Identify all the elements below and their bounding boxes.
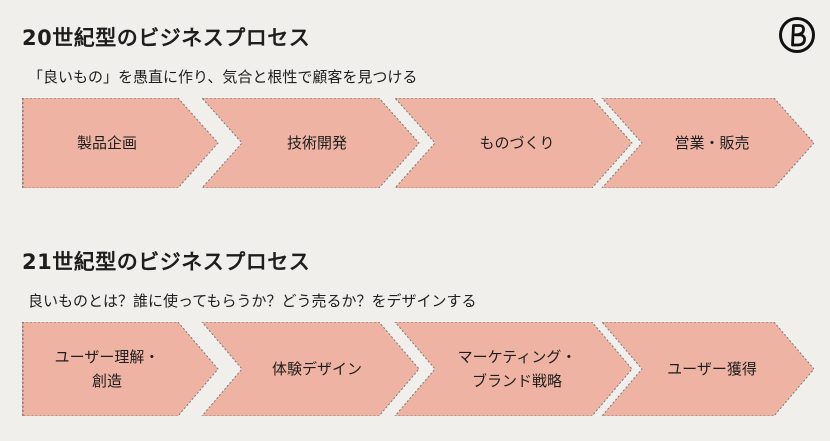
chevron-stage-3 [394,322,633,416]
section-title-20th-century: 20世紀型のビジネスプロセス [22,26,311,50]
stage-label-4: 営業・販売 [674,134,750,152]
chevron-stage-3 [394,98,633,188]
section-subtitle-20th-century: 「良いもの」を愚直に作り、気合と根性で顧客を見つける [28,68,418,86]
chevron-stage-2 [201,322,420,416]
section-subtitle-21st-century: 良いものとは？誰に使ってもらうか？どう売るか？をデザインする [28,292,477,310]
process-flow-20th-century: 製品企画 技術開発 ものづくり 営業・販売 [22,98,814,188]
chevron-stage-4 [601,322,814,416]
stage-label-2: 体験デザイン [271,360,362,378]
stage-label-1: ユーザー理解・ 創造 [54,348,160,390]
process-flow-21st-century: ユーザー理解・ 創造 体験デザイン マーケティング・ ブランド戦略 ユーザー獲得 [22,322,814,416]
stage-label-1: 製品企画 [76,134,137,152]
b-circle-logo-icon [779,17,815,53]
stage-label-3: ものづくり [479,134,555,152]
section-title-21st-century: 21世紀型のビジネスプロセス [22,250,311,274]
stage-label-3: マーケティング・ ブランド戦略 [457,348,577,390]
stage-label-4: ユーザー獲得 [667,360,757,378]
stage-label-2: 技術開発 [286,134,347,152]
chevron-shapes [22,98,814,188]
chevron-stage-2 [201,98,420,188]
chevron-stage-1 [22,98,219,188]
chevron-stage-4 [601,98,814,188]
chevron-shapes [22,322,814,416]
chevron-stage-1 [22,322,219,416]
